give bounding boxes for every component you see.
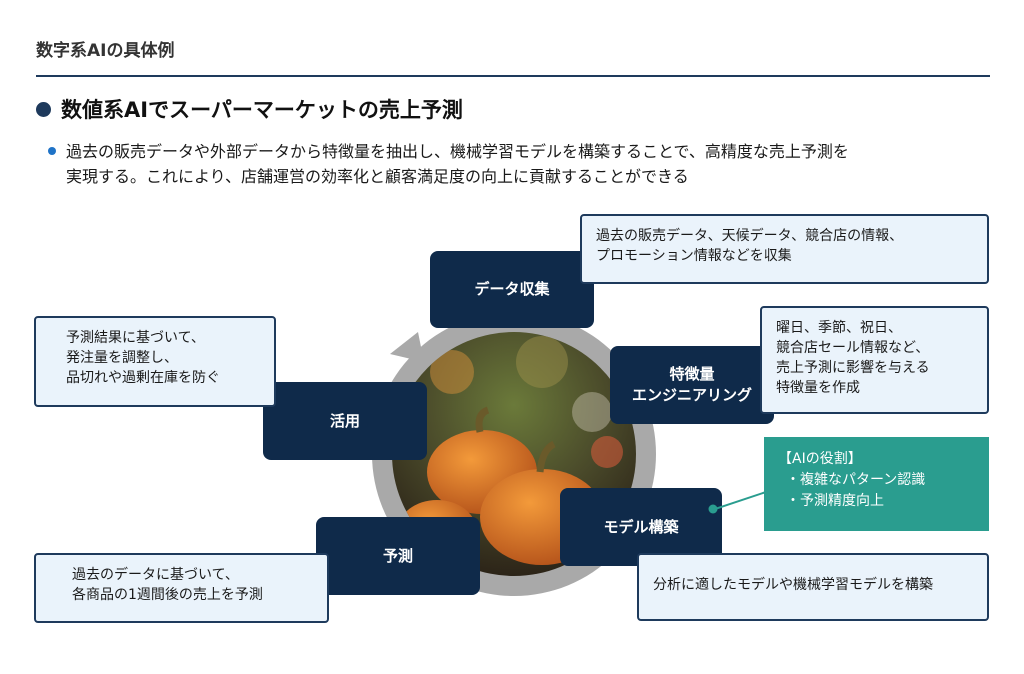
node-utilization: 活用 — [263, 382, 427, 460]
note-model-building: 分析に適したモデルや機械学習モデルを構築 — [637, 553, 989, 621]
ai-role-box: 【AIの役割】 ・複雑なパターン認識 ・予測精度向上 — [764, 437, 989, 531]
section-heading: 数値系AIでスーパーマーケットの売上予測 — [36, 94, 463, 124]
summary-text: 過去の販売データや外部データから特徴量を抽出し、機械学習モデルを構築することで、… — [66, 142, 849, 186]
note-data-collection: 過去の販売データ、天候データ、競合店の情報、 プロモーション情報などを収集 — [580, 214, 989, 284]
ai-role-title: 【AIの役割】 — [778, 451, 862, 467]
node-feature-engineering: 特徴量 エンジニアリング — [610, 346, 774, 424]
section-heading-text: 数値系AIでスーパーマーケットの売上予測 — [61, 98, 463, 122]
summary-paragraph: 過去の販売データや外部データから特徴量を抽出し、機械学習モデルを構築することで、… — [48, 139, 988, 189]
title-divider — [36, 75, 990, 77]
note-utilization: 予測結果に基づいて、 発注量を調整し、 品切れや過剰在庫を防ぐ — [34, 316, 276, 407]
cycle-arrow-icon — [390, 332, 424, 362]
page-title: 数字系AIの具体例 — [36, 41, 175, 61]
heading-bullet-icon — [36, 101, 51, 117]
node-data-collection: データ収集 — [430, 251, 594, 328]
node-prediction: 予測 — [316, 517, 480, 595]
ai-role-connector — [708, 491, 767, 514]
ai-role-item: ・予測精度向上 — [786, 493, 884, 509]
note-prediction: 過去のデータに基づいて、 各商品の1週間後の売上を予測 — [34, 553, 329, 623]
summary-bullet-icon — [48, 147, 56, 155]
ai-role-item: ・複雑なパターン認識 — [786, 472, 926, 488]
note-feature-engineering: 曜日、季節、祝日、 競合店セール情報など、 売上予測に影響を与える 特徴量を作成 — [760, 306, 989, 414]
